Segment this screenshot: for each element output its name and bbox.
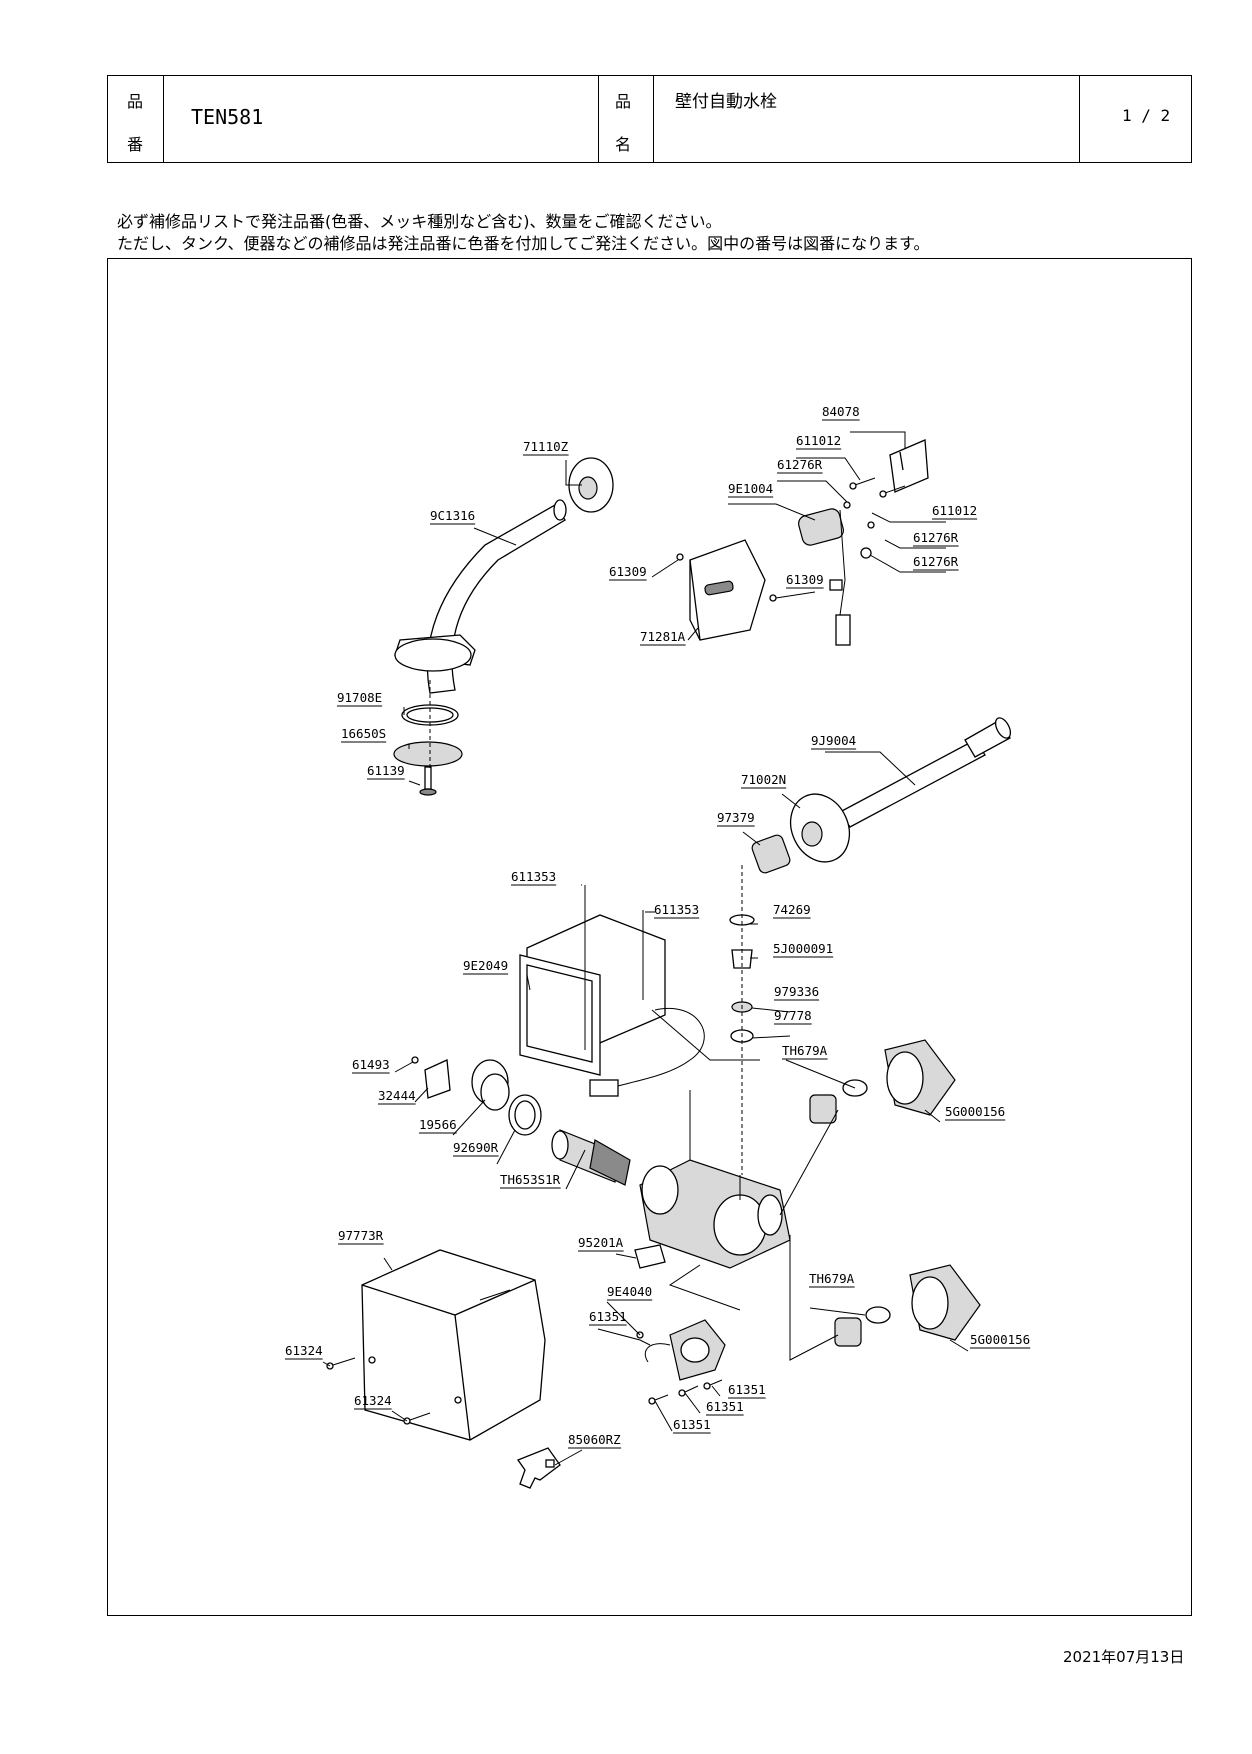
label-5G000156: 5G000156 bbox=[970, 1332, 1030, 1347]
label-61139: 61139 bbox=[367, 763, 405, 778]
label-9J9004: 9J9004 bbox=[811, 733, 856, 748]
label-92690R: 92690R bbox=[453, 1140, 499, 1155]
header-divider bbox=[598, 76, 599, 162]
header-divider bbox=[1079, 76, 1080, 162]
label-84078: 84078 bbox=[822, 404, 860, 419]
label-71002N: 71002N bbox=[741, 772, 786, 787]
header-divider bbox=[653, 76, 654, 162]
name-label: 名 bbox=[615, 135, 632, 154]
flange-71002N-drawing bbox=[789, 793, 851, 863]
pipe-9J9004-drawing bbox=[839, 717, 1012, 828]
issue-date: 2021年07月13日 bbox=[1063, 1648, 1185, 1666]
key-85060RZ-drawing bbox=[516, 1447, 561, 1489]
notice-line: ただし、タンク、便器などの補修品は発注品番に色番を付加してご発注ください。図中の… bbox=[117, 234, 930, 253]
label-TH653S1R: TH653S1R bbox=[500, 1172, 561, 1187]
label-85060RZ: 85060RZ bbox=[568, 1432, 621, 1447]
label-5G000156: 5G000156 bbox=[945, 1104, 1005, 1119]
name-label: 品 bbox=[615, 92, 632, 111]
header-divider bbox=[163, 76, 164, 162]
part-labels: 84078 611012 61276R 9E1004 611012 61276R… bbox=[285, 404, 1031, 1449]
label-97778: 97778 bbox=[774, 1008, 812, 1023]
label-9E4040: 9E4040 bbox=[607, 1284, 652, 1299]
label-61276R: 61276R bbox=[913, 530, 959, 545]
clip-95201A-drawing bbox=[634, 1244, 666, 1269]
cover-71281A-drawing bbox=[689, 539, 766, 641]
product-name: 壁付自動水栓 bbox=[675, 92, 777, 112]
control-box-9E2049-drawing bbox=[519, 885, 705, 1097]
label-61351: 61351 bbox=[728, 1382, 766, 1397]
label-91708E: 91708E bbox=[337, 690, 382, 705]
cover-97773R-drawing bbox=[361, 1249, 546, 1441]
solenoid-9E4040-drawing bbox=[639, 1319, 726, 1381]
label-71281A: 71281A bbox=[640, 629, 686, 644]
solenoid-TH653S1R-drawing bbox=[551, 1129, 631, 1186]
label-61309: 61309 bbox=[786, 572, 824, 587]
label-611353: 611353 bbox=[654, 902, 699, 917]
screw-61139-drawing bbox=[419, 766, 437, 796]
label-61351: 61351 bbox=[589, 1309, 627, 1324]
diagram-frame bbox=[107, 258, 1192, 1616]
label-97773R: 97773R bbox=[338, 1228, 384, 1243]
label-95201A: 95201A bbox=[578, 1235, 624, 1250]
label-16650S: 16650S bbox=[341, 726, 386, 741]
label-9E1004: 9E1004 bbox=[728, 481, 773, 496]
strainer-16650S-drawing bbox=[393, 741, 463, 767]
label-9C1316: 9C1316 bbox=[430, 508, 475, 523]
label-61351: 61351 bbox=[706, 1399, 744, 1414]
label-TH679A: TH679A bbox=[782, 1043, 828, 1058]
label-97379: 97379 bbox=[717, 810, 755, 825]
label-61276R: 61276R bbox=[777, 457, 823, 472]
label-61351: 61351 bbox=[673, 1417, 711, 1432]
label-32444: 32444 bbox=[378, 1088, 416, 1103]
label-979336: 979336 bbox=[774, 984, 819, 999]
label-61276R: 61276R bbox=[913, 554, 959, 569]
label-9E2049: 9E2049 bbox=[463, 958, 508, 973]
page-number: 1 / 2 bbox=[1122, 106, 1171, 125]
leader-lines bbox=[322, 431, 969, 1466]
label-19566: 19566 bbox=[419, 1117, 457, 1132]
flange-71110Z-drawing bbox=[568, 457, 614, 513]
screws-61324-drawing bbox=[326, 1357, 431, 1425]
label-611012: 611012 bbox=[796, 433, 841, 448]
screws-sensor-drawing bbox=[676, 477, 906, 602]
label-61324: 61324 bbox=[354, 1393, 392, 1408]
label-61493: 61493 bbox=[352, 1057, 390, 1072]
label-71110Z: 71110Z bbox=[523, 439, 569, 454]
strainer-5G000156-top-drawing bbox=[809, 1039, 956, 1124]
product-code: TEN581 bbox=[191, 105, 264, 129]
label-61309: 61309 bbox=[609, 564, 647, 579]
label-61324: 61324 bbox=[285, 1343, 323, 1358]
header-table: 品 番 TEN581 品 名 壁付自動水栓 1 / 2 bbox=[107, 75, 1192, 163]
nut-rings-drawing bbox=[411, 1056, 542, 1136]
bracket-84078-drawing bbox=[889, 439, 929, 493]
strainer-5G000156-bottom-drawing bbox=[834, 1264, 981, 1347]
spout-arm-drawing bbox=[394, 499, 567, 694]
notice-line: 必ず補修品リストで発注品番(色番、メッキ種別など含む)、数量をご確認ください。 bbox=[117, 212, 722, 231]
nut-97379-drawing bbox=[751, 834, 791, 874]
label-TH679A: TH679A bbox=[809, 1271, 855, 1286]
label-5J000091: 5J000091 bbox=[773, 941, 833, 956]
valve-body-drawing bbox=[639, 1159, 791, 1269]
code-label: 品 bbox=[127, 92, 144, 111]
code-label: 番 bbox=[127, 135, 144, 154]
label-611353: 611353 bbox=[511, 869, 556, 884]
label-611012: 611012 bbox=[932, 503, 977, 518]
label-74269: 74269 bbox=[773, 902, 811, 917]
